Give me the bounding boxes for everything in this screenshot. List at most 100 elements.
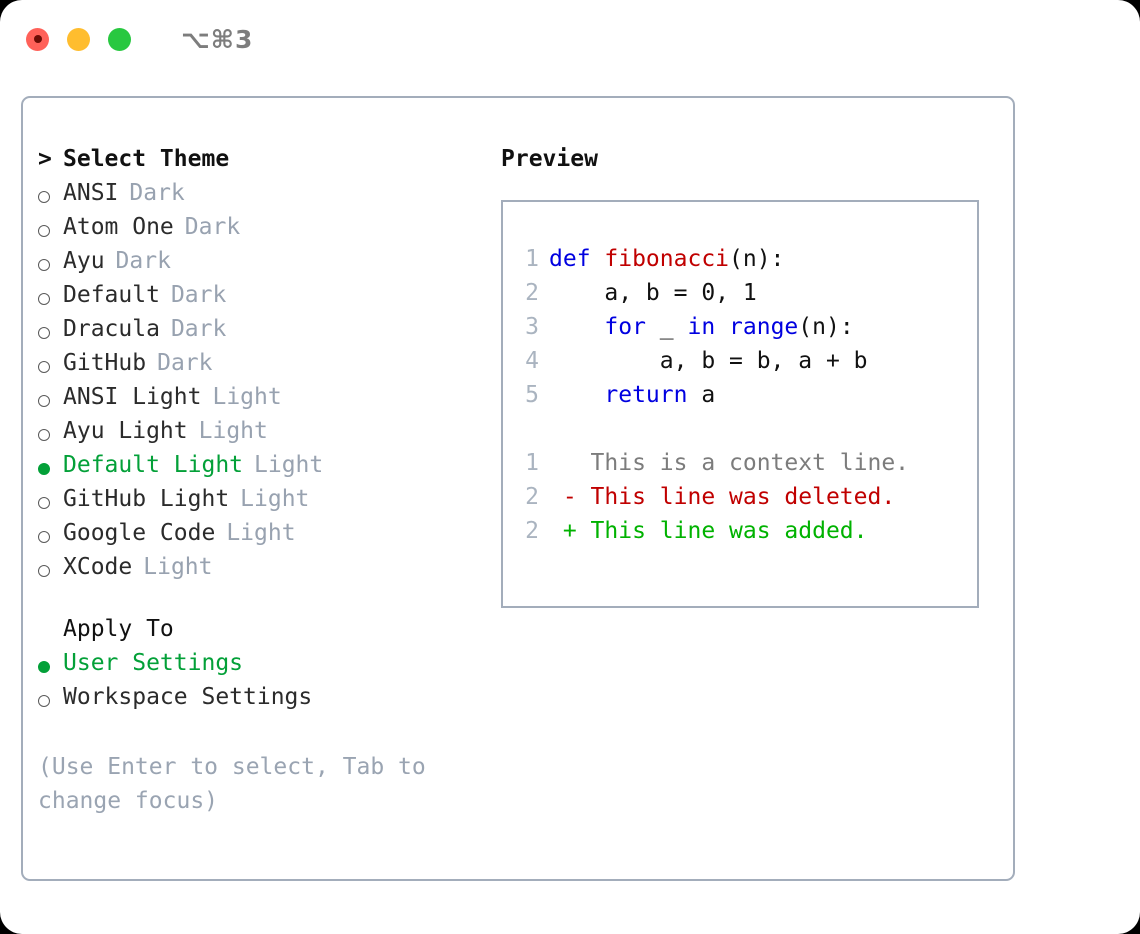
radio-icon[interactable] (38, 429, 63, 441)
radio-icon[interactable] (38, 497, 63, 509)
code-token-plain: a, b = 0, 1 (604, 280, 757, 306)
theme-item-label: ANSI (63, 180, 119, 206)
code-line: 2 a, b = 0, 1 (503, 280, 977, 314)
theme-item-label: Ayu Light (63, 418, 188, 444)
radio-unselected-icon (38, 293, 50, 305)
line-number: 2 (525, 484, 539, 510)
theme-variant-tag: Dark (170, 316, 227, 342)
line-number: 5 (525, 382, 539, 408)
theme-variant-tag: Light (226, 520, 296, 546)
code-token-kw: in (687, 314, 716, 340)
radio-unselected-icon (38, 429, 50, 441)
theme-item-label: Default Light (63, 452, 244, 478)
close-button[interactable] (26, 27, 49, 51)
code-token-plain: (n): (729, 246, 785, 272)
radio-icon[interactable] (38, 661, 63, 673)
apply-to-item-user-settings[interactable]: User Settings (38, 650, 488, 684)
theme-item-google-code[interactable]: Google Code Light (38, 520, 488, 554)
line-number: 2 (525, 280, 539, 306)
theme-item-label: ANSI Light (63, 384, 202, 410)
code-line: 3 for _ in range(n): (503, 314, 977, 348)
code-text: a, b = b, a + b (549, 348, 868, 374)
theme-item-ayu-light[interactable]: Ayu Light Light (38, 418, 488, 452)
radio-unselected-icon (38, 191, 50, 203)
code-token-plain (715, 314, 729, 340)
zoom-button[interactable] (108, 27, 131, 51)
theme-variant-tag: Dark (170, 282, 227, 308)
code-text: return a (549, 382, 715, 408)
apply-to-heading: Apply To (38, 616, 488, 650)
keyboard-hint-text: (Use Enter to select, Tab to change focu… (38, 754, 440, 814)
radio-icon[interactable] (38, 293, 63, 305)
line-number: 1 (525, 450, 539, 476)
theme-item-label: Google Code (63, 520, 216, 546)
code-line: 5 return a (503, 382, 977, 416)
theme-variant-tag: Dark (129, 180, 185, 206)
theme-variant-tag: Light (240, 486, 310, 512)
diff-sample: 1 This is a context line.2 - This line w… (503, 450, 977, 552)
theme-item-default[interactable]: Default Dark (38, 282, 488, 316)
radio-unselected-icon (38, 565, 50, 577)
list-spacer (38, 588, 488, 616)
apply-to-item-workspace-settings[interactable]: Workspace Settings (38, 684, 488, 718)
line-number: 3 (525, 314, 539, 340)
theme-item-atom-one[interactable]: Atom One Dark (38, 214, 488, 248)
radio-icon[interactable] (38, 395, 63, 407)
theme-variant-tag: Light (143, 554, 213, 580)
diff-line-ctx: 1 This is a context line. (503, 450, 977, 484)
code-text: def fibonacci(n): (549, 246, 784, 272)
radio-unselected-icon (38, 497, 50, 509)
radio-icon[interactable] (38, 327, 63, 339)
radio-icon[interactable] (38, 695, 63, 707)
theme-item-label: XCode (63, 554, 133, 580)
theme-item-label: GitHub (63, 350, 147, 376)
theme-item-label: Atom One (63, 214, 174, 240)
theme-variant-tag: Dark (184, 214, 241, 240)
radio-unselected-icon (38, 531, 50, 543)
theme-item-xcode[interactable]: XCode Light (38, 554, 488, 588)
theme-item-label: Ayu (63, 248, 105, 274)
code-token-kw: def (549, 246, 605, 272)
radio-icon[interactable] (38, 463, 63, 475)
diff-text: This is a context line. (549, 450, 910, 476)
prompt-caret-icon: > (38, 146, 52, 172)
code-line: 4 a, b = b, a + b (503, 348, 977, 382)
radio-icon[interactable] (38, 225, 63, 237)
theme-item-label: Default (63, 282, 160, 308)
minimize-button[interactable] (67, 27, 90, 51)
title-bar: ⌥⌘3 (0, 0, 1140, 78)
radio-unselected-icon (38, 327, 50, 339)
radio-icon[interactable] (38, 531, 63, 543)
theme-item-default-light[interactable]: Default Light Light (38, 452, 488, 486)
select-theme-title: Select Theme (63, 146, 230, 172)
window-controls (26, 27, 131, 51)
code-text: a, b = 0, 1 (549, 280, 757, 306)
radio-unselected-icon (38, 395, 50, 407)
code-token-kw: for (604, 314, 646, 340)
theme-variant-tag: Light (198, 418, 268, 444)
radio-icon[interactable] (38, 361, 63, 373)
radio-selected-icon (38, 463, 50, 475)
theme-item-ansi[interactable]: ANSI Dark (38, 180, 488, 214)
hint-spacer (38, 718, 488, 750)
radio-selected-icon (38, 661, 50, 673)
code-text: for _ in range(n): (549, 314, 854, 340)
diff-text: - This line was deleted. (549, 484, 896, 510)
radio-icon[interactable] (38, 191, 63, 203)
code-token-plain: _ (645, 314, 688, 340)
code-token-plain: (n): (798, 314, 854, 340)
line-number: 4 (525, 348, 539, 374)
radio-icon[interactable] (38, 259, 63, 271)
theme-variant-tag: Light (254, 452, 324, 478)
radio-icon[interactable] (38, 565, 63, 577)
